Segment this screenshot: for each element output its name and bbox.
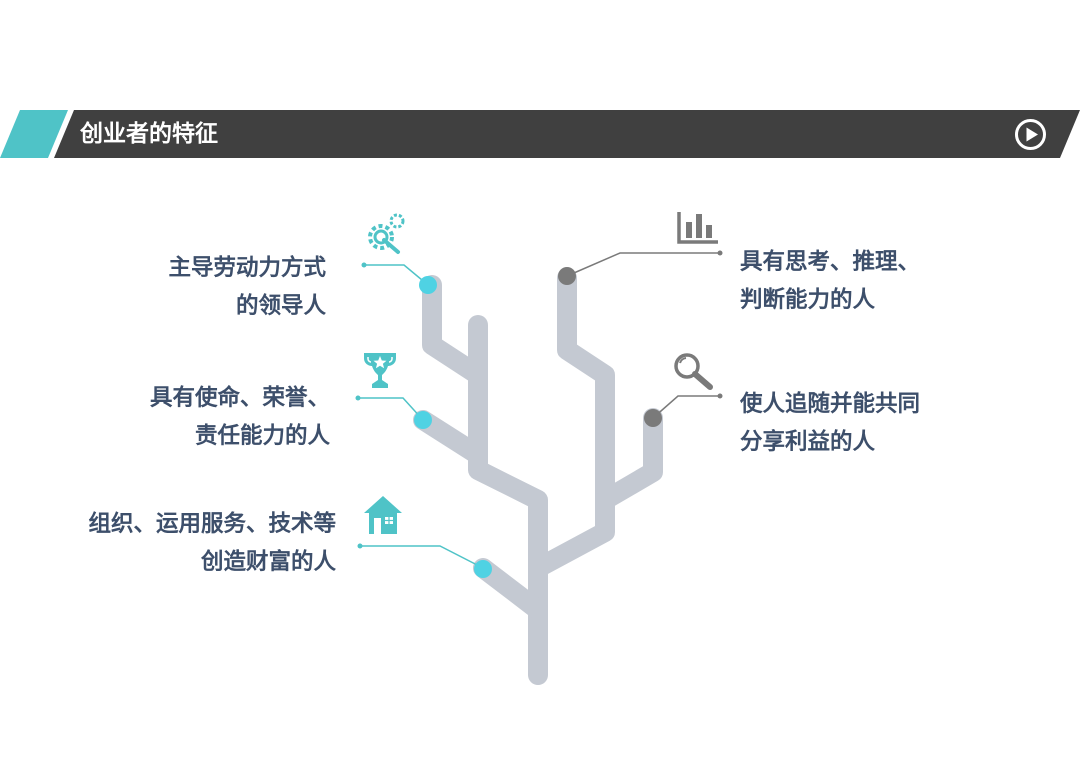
node-dot-5 [644,409,662,427]
header-bar [0,110,1080,158]
branch-bottom-left [473,558,548,620]
bar-chart-icon [677,212,718,244]
connector-3 [360,545,484,569]
gear-wrench-icon [368,213,405,254]
connector-5 [652,395,720,419]
play-circle-icon[interactable] [1014,118,1047,151]
node-dot-3 [474,560,492,578]
page-title: 创业者的特征 [80,121,218,147]
node-dot-1 [419,276,437,294]
branch-right-main [528,268,615,578]
label-leader: 主导劳动力方式 的领导人 [168,255,326,319]
tree-trunk [468,315,548,685]
label-thinking: 具有思考、推理、 判断能力的人 [740,249,921,313]
branch-mid-left [413,410,488,465]
connector-1 [364,264,429,286]
magnifier-icon [674,353,713,390]
trophy-icon [364,353,396,388]
label-mission: 具有使命、荣誉、 责任能力的人 [149,385,330,449]
connector-2 [358,397,424,421]
node-dot-4 [558,267,576,285]
connector-4 [566,252,720,277]
house-icon [364,496,402,534]
label-followers: 使人追随并能共同 分享利益的人 [740,391,921,455]
branch-right-small [595,408,663,510]
branch-top-left [422,275,488,385]
node-dot-2 [414,411,432,429]
label-wealth: 组织、运用服务、技术等 创造财富的人 [88,511,336,575]
